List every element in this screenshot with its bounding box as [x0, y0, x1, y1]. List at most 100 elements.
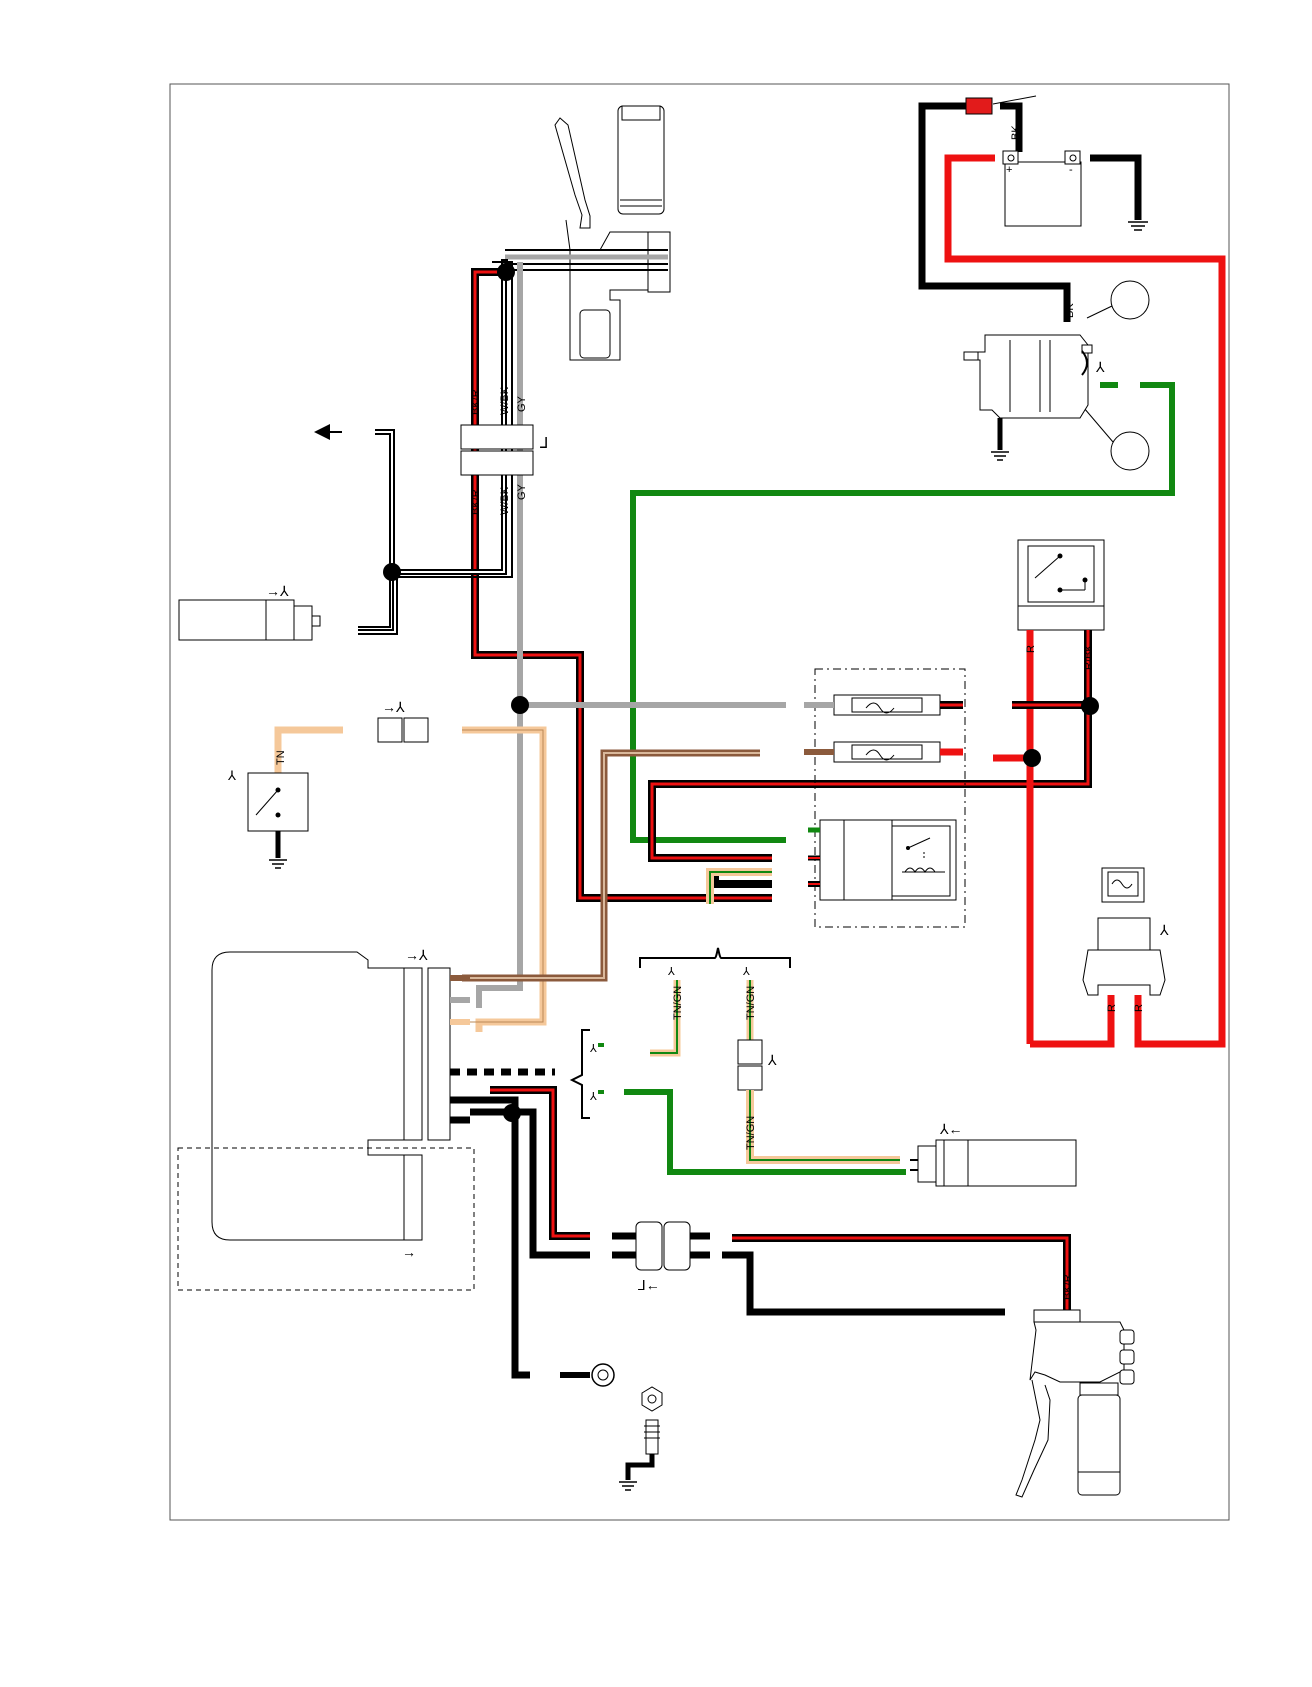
starter-body [974, 334, 1089, 419]
arrow-left-icon [314, 424, 330, 440]
connector-symbol: ⅄ [227, 768, 236, 783]
battery-positive-post [1002, 150, 1019, 165]
starter-motor: BK ⅄ [963, 280, 1150, 471]
wbk-label-1: W/BK [499, 386, 511, 415]
breaker-r-label-2: R [1133, 1004, 1145, 1012]
ground-stud [645, 1419, 659, 1455]
breaker-red-wire-1 [1030, 995, 1115, 1048]
battery-minus-sign: - [1069, 164, 1073, 176]
ground-icon [269, 859, 287, 869]
diagram-border [169, 83, 1230, 1521]
switch-box [247, 772, 309, 832]
battery-circuit: + - BK [918, 95, 1226, 1048]
throttle-lever [554, 117, 591, 229]
battery [1004, 161, 1082, 227]
connector-housing [737, 1065, 763, 1091]
brace [639, 947, 791, 968]
throttle-control [505, 105, 671, 361]
starter-green-wire [630, 382, 1175, 843]
fuse-pointer [992, 95, 1037, 105]
connector-housing [377, 717, 403, 743]
ground-wire-2 [470, 1108, 590, 1259]
battery-negative-post [1064, 150, 1081, 165]
connector-housing [460, 450, 534, 476]
harness-connector: ⅃ [460, 424, 548, 476]
ground-terminal [560, 1363, 663, 1491]
connector-symbol: ⅄ [589, 1091, 597, 1103]
bkr-handle-wire [732, 1234, 1071, 1320]
relay-r-label: R [1025, 645, 1037, 653]
control-module: →⅄ → [177, 947, 475, 1291]
connector-housing [460, 424, 534, 450]
main-relay [1017, 539, 1105, 631]
connector-housing [403, 717, 429, 743]
tn-wire [274, 726, 343, 773]
connector-symbol: ⅄ [1159, 922, 1169, 938]
tngn-label-1: TN/GN [672, 986, 684, 1020]
tngn-connector: ⅄ [737, 1039, 777, 1091]
start-control [1015, 1309, 1135, 1498]
connector-housing [635, 1221, 663, 1271]
battery-negative-cable [1090, 154, 1142, 220]
ground-icon [991, 451, 1009, 461]
splice-dot [503, 1104, 521, 1122]
ground-wire [470, 1096, 530, 1379]
bkr-wire-stripe [473, 270, 772, 900]
handle-grip [1077, 1394, 1121, 1496]
tngn-label-3: TN/GN [745, 1116, 757, 1150]
bottom-connector: ⅃← [635, 1221, 691, 1293]
connector-symbol: ⅄ [667, 966, 675, 978]
splice-dot [497, 263, 515, 281]
arrow-right-icon: → [402, 1244, 416, 1260]
connector-symbol: ⅃← [638, 1277, 660, 1293]
connector-symbol: ⅄ [767, 1052, 777, 1068]
fuse-block [814, 668, 966, 928]
connector-symbol: ⅄← [939, 1121, 963, 1137]
gy-label-1: GY [516, 395, 528, 412]
module-dashed-outline [177, 1147, 475, 1291]
module-connector [427, 967, 451, 1141]
splice-dot [511, 696, 529, 714]
battery-black-cable [918, 102, 1071, 322]
connector-symbol: →⅄ [405, 947, 428, 963]
circuit-breaker: ⅄ [1082, 867, 1169, 996]
connector-housing [737, 1039, 763, 1065]
battery-bk-label: BK [1010, 125, 1022, 140]
fuse-block-outline [814, 668, 966, 928]
bkr-bottom-label: BK/R [1062, 1274, 1074, 1300]
main-fuse [965, 97, 993, 115]
ground-icon [619, 1481, 637, 1491]
wbk-branch [375, 429, 395, 577]
battery-plus-sign: + [1006, 164, 1012, 176]
connector-symbol: →⅄ [266, 583, 289, 599]
gy-label-2: GY [516, 483, 528, 500]
breaker-body [1082, 917, 1166, 996]
sensor-right: ⅄← [910, 1121, 1077, 1187]
tn-connector: →⅄ [377, 699, 429, 743]
connector-housing [663, 1221, 691, 1271]
callout-circle [1110, 280, 1150, 320]
breaker-r-label-1: R [1106, 1004, 1118, 1012]
start-housing [1029, 1321, 1125, 1383]
brace [569, 1029, 590, 1119]
connector-symbol: →⅄ [382, 699, 405, 715]
bkr-label-2: BK/R [470, 489, 482, 515]
ground-icon [1128, 221, 1148, 231]
connector-symbol: ⅄ [1095, 359, 1105, 375]
brake-lever [1015, 1379, 1051, 1498]
splice-dot [1023, 749, 1041, 767]
splice-dot [383, 563, 401, 581]
connector-symbol: ⅄ [589, 1043, 597, 1055]
battery-red-cable [944, 154, 1226, 1048]
battery-bk-lead [1000, 102, 1023, 152]
tn-label: TN [275, 750, 287, 765]
neutral-switch: TN ⅄ [227, 726, 343, 869]
starter-bk-label: BK [1064, 303, 1076, 318]
wbk-wire-edge [358, 261, 513, 628]
callout-circle [1110, 431, 1150, 471]
throttle-grip [617, 105, 665, 215]
green-sensor-wire [624, 1089, 906, 1175]
splice-dot [1081, 697, 1099, 715]
